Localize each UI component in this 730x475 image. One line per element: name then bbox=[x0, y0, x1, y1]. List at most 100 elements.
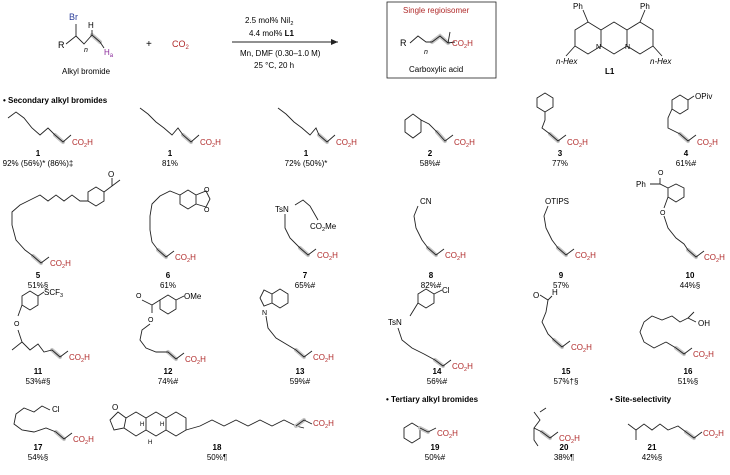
compound-number: 6 bbox=[166, 271, 171, 280]
svg-text:CO2H: CO2H bbox=[50, 259, 71, 270]
section-tertiary: • Tertiary alkyl bromides bbox=[386, 395, 479, 404]
structure-8: CN CO2H bbox=[413, 197, 466, 262]
compound-yield: 38%¶ bbox=[554, 453, 574, 462]
svg-text:Ph: Ph bbox=[640, 2, 650, 11]
svg-text:2.5 mol% NiI2: 2.5 mol% NiI2 bbox=[245, 16, 293, 27]
compound-yield: 77% bbox=[552, 159, 568, 168]
compound-yield: 57% bbox=[553, 281, 569, 290]
svg-text:N: N bbox=[625, 44, 630, 51]
structure-16: OH CO2H bbox=[639, 311, 714, 361]
svg-text:CO2H: CO2H bbox=[69, 353, 90, 364]
svg-text:OPiv: OPiv bbox=[695, 92, 712, 101]
compound-number: 7 bbox=[303, 271, 308, 280]
svg-text:CO2H: CO2H bbox=[571, 343, 592, 354]
svg-text:CO2H: CO2H bbox=[175, 253, 196, 264]
svg-text:H: H bbox=[140, 422, 144, 428]
structure-4: OPiv CO2H bbox=[667, 92, 718, 149]
svg-text:O: O bbox=[533, 291, 539, 300]
structure-5: O CO2H bbox=[11, 170, 121, 270]
structure-12: O OMe O CO2H bbox=[136, 292, 206, 366]
co2-reagent: CO2 bbox=[172, 39, 190, 51]
svg-text:CO2H: CO2H bbox=[445, 251, 466, 262]
section-secondary: • Secondary alkyl bromides bbox=[3, 96, 108, 105]
svg-text:O: O bbox=[112, 403, 118, 412]
svg-text:CO2H: CO2H bbox=[437, 429, 458, 440]
compound-number: 14 bbox=[433, 367, 442, 376]
svg-text:CO2H: CO2H bbox=[452, 362, 473, 373]
compound-labels: 192% (56%)* (86%)‡181%172% (50%)*258%#37… bbox=[3, 149, 701, 462]
compound-yield: 51%§ bbox=[678, 377, 698, 386]
svg-text:CO2H: CO2H bbox=[454, 138, 475, 149]
hydrogen-a-label: Ha bbox=[104, 48, 114, 59]
svg-text:H: H bbox=[148, 440, 152, 446]
structure-19: CO2H bbox=[403, 422, 458, 444]
svg-text:OTIPS: OTIPS bbox=[545, 197, 569, 206]
compound-yield: 59%# bbox=[290, 377, 311, 386]
svg-text:CO2H: CO2H bbox=[73, 435, 94, 446]
compound-yield: 61%# bbox=[676, 159, 697, 168]
svg-text:Mn, DMF (0.30–1.0 M): Mn, DMF (0.30–1.0 M) bbox=[240, 49, 321, 58]
svg-text:CO2H: CO2H bbox=[703, 429, 724, 440]
svg-text:n: n bbox=[424, 49, 428, 56]
svg-text:O: O bbox=[136, 293, 142, 300]
svg-text:O: O bbox=[148, 317, 154, 324]
compound-number: 19 bbox=[431, 443, 440, 452]
compound-number: 5 bbox=[36, 271, 41, 280]
structure-20: CO2H bbox=[533, 407, 580, 447]
structure-10: Ph O O CO2H bbox=[636, 170, 725, 264]
substrate-structure: Br R H n Ha bbox=[58, 12, 114, 59]
compound-yield: 50%¶ bbox=[207, 453, 227, 462]
svg-text:4.4 mol% L1: 4.4 mol% L1 bbox=[249, 29, 294, 38]
svg-text:CO2H: CO2H bbox=[313, 419, 334, 430]
svg-text:L1: L1 bbox=[605, 67, 615, 76]
hydrogen-label: H bbox=[88, 21, 94, 30]
svg-text:CO2H: CO2H bbox=[704, 253, 725, 264]
svg-text:OMe: OMe bbox=[184, 292, 202, 301]
svg-text:CO2H: CO2H bbox=[567, 138, 588, 149]
product-label: Carboxylic acid bbox=[409, 65, 463, 74]
svg-text:CO2H: CO2H bbox=[317, 251, 338, 262]
compound-yield: 74%# bbox=[158, 377, 179, 386]
product-structure: R n CO2H bbox=[400, 31, 473, 56]
compound-yield: 42%§ bbox=[642, 453, 662, 462]
structure-17: Cl CO2H bbox=[13, 405, 94, 446]
svg-text:CO2H: CO2H bbox=[697, 138, 718, 149]
compound-yield: 44%§ bbox=[680, 281, 700, 290]
compound-number: 3 bbox=[558, 149, 563, 158]
svg-text:TsN: TsN bbox=[388, 318, 402, 327]
svg-text:Cl: Cl bbox=[442, 286, 450, 295]
compound-number: 16 bbox=[684, 367, 693, 376]
svg-text:O: O bbox=[204, 187, 210, 194]
structure-11: SCF3 O CO2H bbox=[11, 288, 90, 364]
compound-number: 9 bbox=[559, 271, 564, 280]
structure-3: CO2H bbox=[536, 92, 588, 149]
svg-text:R: R bbox=[400, 38, 407, 48]
n-subscript: n bbox=[84, 47, 88, 54]
compound-yield: 57%†§ bbox=[554, 377, 579, 386]
svg-text:CO2H: CO2H bbox=[72, 138, 93, 149]
svg-text:CO2H: CO2H bbox=[185, 355, 206, 366]
compound-number: 1 bbox=[304, 149, 309, 158]
svg-text:CN: CN bbox=[420, 197, 432, 206]
bromine-atom: Br bbox=[69, 12, 78, 22]
compound-number: 17 bbox=[34, 443, 43, 452]
structure-18: O H H H CO2H bbox=[109, 403, 334, 446]
svg-text:CO2H: CO2H bbox=[452, 39, 473, 50]
compound-yield: 72% (50%)* bbox=[285, 159, 328, 168]
reaction-conditions: 2.5 mol% NiI2 4.4 mol% L1 Mn, DMF (0.30–… bbox=[232, 16, 338, 70]
compound-number: 11 bbox=[34, 367, 43, 376]
svg-text:OH: OH bbox=[698, 319, 710, 328]
compound-yield: 50%# bbox=[425, 453, 446, 462]
svg-text:CO2Me: CO2Me bbox=[310, 222, 337, 233]
compound-yield: 58%# bbox=[420, 159, 441, 168]
svg-text:CO2H: CO2H bbox=[575, 251, 596, 262]
svg-text:CO2H: CO2H bbox=[336, 138, 357, 149]
r-group-label: R bbox=[58, 40, 65, 50]
structure-1b: CO2H bbox=[139, 107, 221, 149]
compound-yield: 65%# bbox=[295, 281, 316, 290]
compound-number: 18 bbox=[213, 443, 222, 452]
svg-text:Ph: Ph bbox=[636, 180, 646, 189]
svg-text:TsN: TsN bbox=[275, 205, 289, 214]
structure-13: N CO2H bbox=[259, 288, 334, 364]
